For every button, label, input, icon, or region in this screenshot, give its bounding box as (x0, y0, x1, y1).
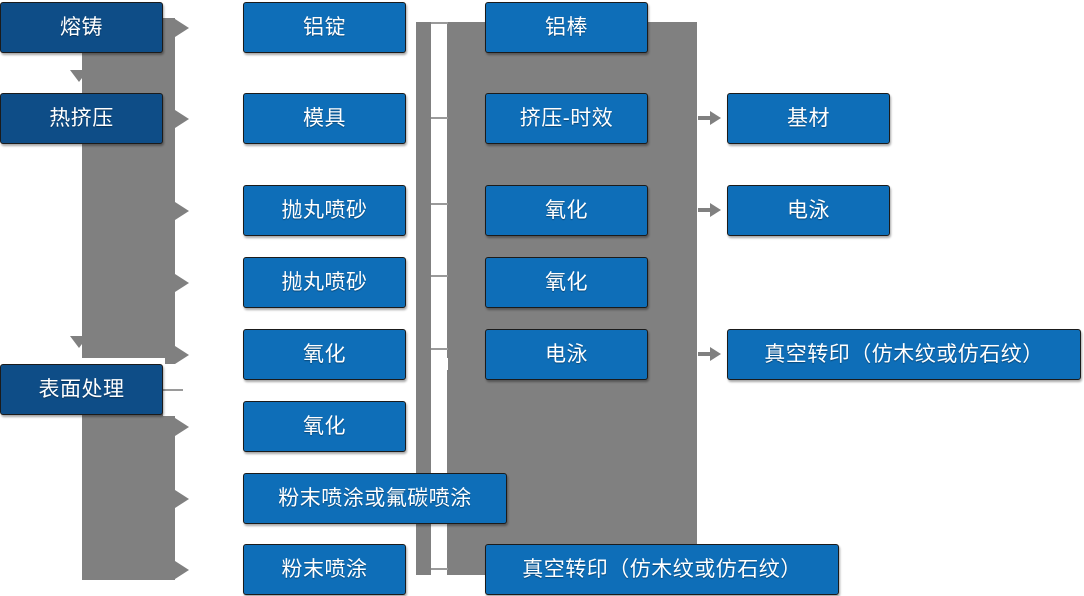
left-bar-arrow-to-c2n6 (175, 418, 189, 436)
left-bar-arrow-to-c2n4 (175, 274, 189, 292)
middle-bar-gap (431, 358, 448, 370)
output-node-electrophoresis[interactable]: 电泳 (727, 182, 890, 236)
process-node-powder-or-fluorocarbon-coating[interactable]: 粉末喷涂或氟碳喷涂 (243, 470, 507, 524)
middle-gray-bar-left (416, 22, 431, 575)
left-bar-arrow-to-c2n8 (175, 561, 189, 579)
process-node-label: 铝锭 (303, 15, 346, 39)
process-node-label: 氧化 (303, 414, 346, 438)
out-arrow-stem-3 (698, 352, 712, 356)
detail-node-electrophoresis[interactable]: 电泳 (485, 326, 648, 380)
middle-tie-line-1 (431, 22, 448, 24)
detail-node-vacuum-transfer-printing[interactable]: 真空转印（仿木纹或仿石纹） (485, 541, 839, 595)
detail-node-aluminum-bar[interactable]: 铝棒 (485, 0, 648, 53)
process-node-oxidation-2[interactable]: 氧化 (243, 398, 406, 452)
process-node-aluminum-ingot[interactable]: 铝锭 (243, 0, 406, 53)
left-bar-white-cut (82, 358, 165, 368)
detail-node-label: 氧化 (545, 198, 588, 222)
out-arrow-head-2 (710, 203, 721, 217)
middle-tie-line-5 (431, 348, 448, 350)
output-node-label: 基材 (787, 106, 830, 130)
process-node-oxidation-1[interactable]: 氧化 (243, 326, 406, 380)
process-node-label: 氧化 (303, 342, 346, 366)
detail-node-label: 铝棒 (545, 15, 588, 39)
left-bar-arrow-to-c2n5 (175, 346, 189, 364)
process-node-powder-coating[interactable]: 粉末喷涂 (243, 541, 406, 595)
stage-node-hot-extrusion[interactable]: 热挤压 (0, 90, 163, 144)
process-node-shot-blasting-1[interactable]: 抛丸喷砂 (243, 182, 406, 236)
detail-node-label: 氧化 (545, 270, 588, 294)
process-node-label: 模具 (303, 106, 346, 130)
left-bar-arrow-to-c2n1 (175, 19, 189, 37)
left-bar-down-arrow-2 (70, 336, 88, 348)
left-bar-arrow-to-c2n7 (175, 490, 189, 508)
detail-node-label: 真空转印（仿木纹或仿石纹） (522, 557, 802, 581)
left-bar-down-arrow-1 (70, 70, 88, 82)
detail-node-label: 挤压-时效 (519, 106, 614, 130)
middle-tie-line-3 (431, 203, 448, 205)
middle-gray-bar-right (447, 22, 457, 575)
detail-node-extrusion-aging[interactable]: 挤压-时效 (485, 90, 648, 144)
stage-node-surface-treatment[interactable]: 表面处理 (0, 361, 163, 415)
process-node-mold[interactable]: 模具 (243, 90, 406, 144)
stage-node-label: 熔铸 (60, 15, 103, 39)
out-arrow-stem-1 (698, 116, 712, 120)
detail-node-oxidation-1[interactable]: 氧化 (485, 182, 648, 236)
detail-node-oxidation-2[interactable]: 氧化 (485, 254, 648, 308)
middle-tie-line-4 (431, 275, 448, 277)
middle-tie-line-2 (431, 117, 448, 119)
process-node-shot-blasting-2[interactable]: 抛丸喷砂 (243, 254, 406, 308)
output-node-label: 真空转印（仿木纹或仿石纹） (764, 342, 1044, 366)
out-arrow-stem-2 (698, 208, 712, 212)
stage-node-label: 热挤压 (49, 106, 114, 130)
left-bar-arrow-to-c2n3 (175, 202, 189, 220)
stage-node-melting[interactable]: 熔铸 (0, 0, 163, 53)
process-node-label: 抛丸喷砂 (281, 270, 368, 294)
process-node-label: 粉末喷涂或氟碳喷涂 (278, 486, 472, 510)
detail-node-label: 电泳 (545, 342, 588, 366)
stage-node-label: 表面处理 (38, 377, 125, 401)
output-node-label: 电泳 (787, 198, 830, 222)
left-bar-arrow-to-c2n2 (175, 110, 189, 128)
out-arrow-head-1 (710, 111, 721, 125)
process-node-label: 粉末喷涂 (281, 557, 368, 581)
out-arrow-head-3 (710, 347, 721, 361)
middle-tie-line-6 (431, 568, 448, 570)
output-node-substrate[interactable]: 基材 (727, 90, 890, 144)
surface-treatment-link (163, 389, 183, 391)
output-node-vacuum-transfer-printing[interactable]: 真空转印（仿木纹或仿石纹） (727, 326, 1081, 380)
process-node-label: 抛丸喷砂 (281, 198, 368, 222)
